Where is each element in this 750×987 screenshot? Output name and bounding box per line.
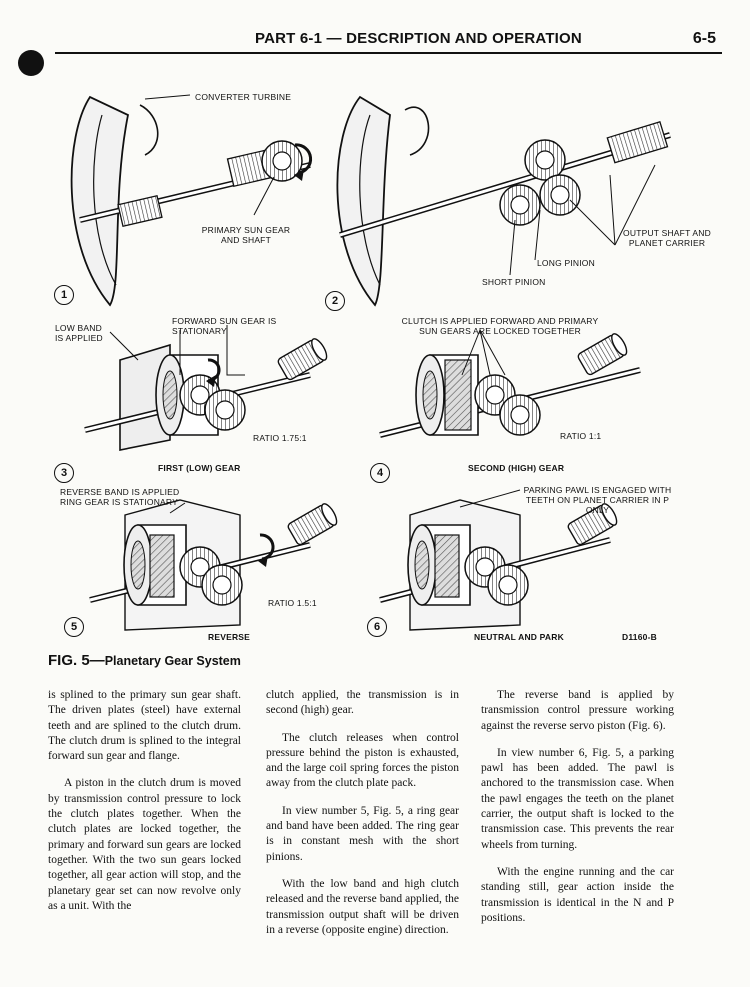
view-number-5: 5 xyxy=(64,617,84,637)
label-ratio-view-5: RATIO 1.5:1 xyxy=(268,598,317,608)
text-column-3: The reverse band is applied by transmiss… xyxy=(481,688,674,938)
view-5-drawing xyxy=(89,499,341,631)
label-ratio-view-4: RATIO 1:1 xyxy=(560,431,602,441)
figure-caption: FIG. 5—Planetary Gear System xyxy=(48,652,241,669)
paragraph: The clutch releases when control pressur… xyxy=(266,731,459,790)
drawing-code: D1160-B xyxy=(622,632,657,642)
label-clutch-applied: CLUTCH IS APPLIED FORWARD AND PRIMARY SU… xyxy=(401,316,599,336)
text-column-1: is splined to the primary sun gear shaft… xyxy=(48,688,241,926)
view-3-drawing xyxy=(84,330,331,451)
paragraph: With the engine running and the car stan… xyxy=(481,865,674,924)
view-6-drawing xyxy=(379,489,621,631)
paragraph: clutch applied, the transmission is in s… xyxy=(266,689,459,717)
view-number-4: 4 xyxy=(370,463,390,483)
page-header: PART 6-1 — DESCRIPTION AND OPERATION 6-5 xyxy=(55,30,722,54)
gear-illustrations xyxy=(70,94,671,631)
view-number-6: 6 xyxy=(367,617,387,637)
figure-number: FIG. 5— xyxy=(48,652,105,669)
gear-label-view-6: NEUTRAL AND PARK xyxy=(474,632,564,642)
paragraph: With the low band and high clutch releas… xyxy=(266,877,459,936)
label-parking-pawl: PARKING PAWL IS ENGAGED WITH TEETH ON PL… xyxy=(523,485,672,515)
paragraph: In view number 6, Fig. 5, a parking pawl… xyxy=(481,746,674,851)
label-forward-sun-gear: FORWARD SUN GEAR IS STATIONARY xyxy=(172,316,277,336)
view-number-1: 1 xyxy=(54,285,74,305)
binder-punch-hole xyxy=(18,50,44,76)
view-4-drawing xyxy=(379,329,641,438)
label-output-shaft: OUTPUT SHAFT AND PLANET CARRIER xyxy=(623,228,711,248)
paragraph: is splined to the primary sun gear shaft… xyxy=(48,689,241,763)
label-converter-turbine: CONVERTER TURBINE xyxy=(195,92,292,102)
paragraph: The reverse band is applied by transmiss… xyxy=(481,689,674,732)
gear-label-view-3: FIRST (LOW) GEAR xyxy=(158,463,241,473)
label-reverse-band: REVERSE BAND IS APPLIED RING GEAR IS STA… xyxy=(60,487,180,507)
gear-label-view-4: SECOND (HIGH) GEAR xyxy=(468,463,565,473)
view-2-drawing xyxy=(336,95,671,307)
view-number-2: 2 xyxy=(325,291,345,311)
page-number: 6-5 xyxy=(692,30,716,47)
section-title: PART 6-1 — DESCRIPTION AND OPERATION xyxy=(255,30,582,47)
planetary-gear-figure: CONVERTER TURBINE PRIMARY SUN GEAR AND S… xyxy=(50,75,720,650)
paragraph: A piston in the clutch drum is moved by … xyxy=(48,777,241,912)
label-low-band: LOW BAND IS APPLIED xyxy=(55,323,103,343)
paragraph: In view number 5, Fig. 5, a ring gear an… xyxy=(266,804,459,863)
view-1-drawing xyxy=(70,94,313,376)
label-primary-sun-gear: PRIMARY SUN GEAR AND SHAFT xyxy=(201,225,291,245)
label-long-pinion: LONG PINION xyxy=(537,258,595,268)
view-number-3: 3 xyxy=(54,463,74,483)
label-short-pinion: SHORT PINION xyxy=(482,277,546,287)
label-ratio-view-3: RATIO 1.75:1 xyxy=(253,433,307,443)
figure-title: Planetary Gear System xyxy=(104,654,241,668)
gear-label-view-5: REVERSE xyxy=(208,632,251,642)
text-column-2: clutch applied, the transmission is in s… xyxy=(266,688,459,950)
